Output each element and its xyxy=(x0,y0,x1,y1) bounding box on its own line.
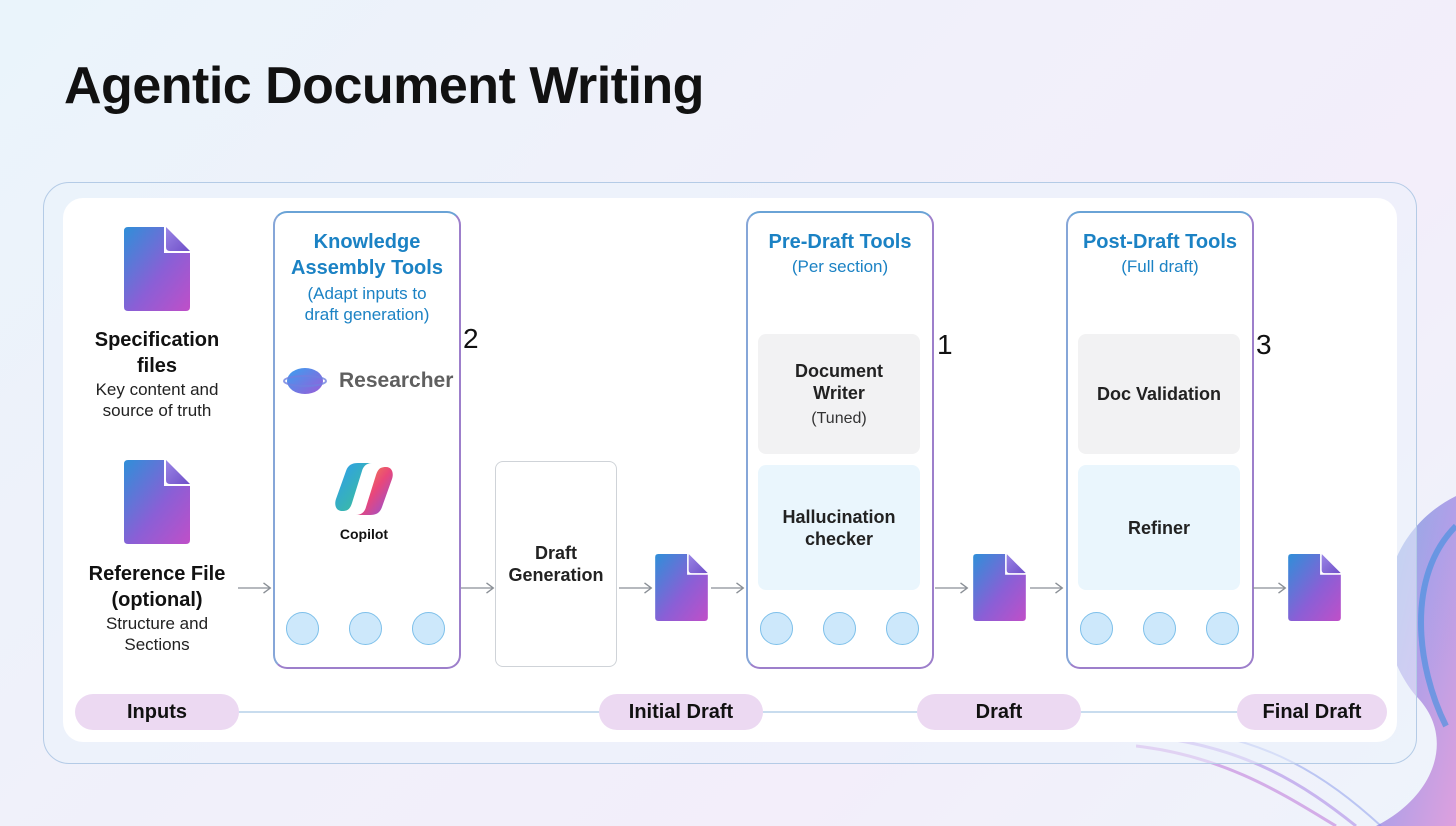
tool-title: Knowledge Assembly Tools xyxy=(291,231,443,279)
stage-inputs: Inputs xyxy=(75,694,239,730)
draft-generation-box: Draft Generation xyxy=(495,461,617,667)
status-dot xyxy=(286,612,319,645)
copilot-tool: Copilot xyxy=(326,459,402,542)
input-specification: Specification files Key content and sour… xyxy=(78,327,236,421)
page-title: Agentic Document Writing xyxy=(64,57,704,115)
card-title: Document Writer xyxy=(794,361,883,403)
input-subtitle: Structure and Sections xyxy=(105,614,209,654)
doc-validation-card: Doc Validation xyxy=(1078,334,1240,454)
status-dot xyxy=(1206,612,1239,645)
input-title: Reference File (optional) xyxy=(88,563,226,611)
arrow-right-icon xyxy=(619,581,653,595)
researcher-icon xyxy=(283,368,327,394)
tool-title: Post-Draft Tools xyxy=(1082,231,1238,253)
refiner-card: Refiner xyxy=(1078,465,1240,590)
hallucination-checker-card: Hallucination checker xyxy=(758,465,920,590)
arrow-right-icon xyxy=(935,581,969,595)
specification-file-icon xyxy=(124,227,190,311)
knowledge-assembly-tools: Knowledge Assembly Tools (Adapt inputs t… xyxy=(273,211,461,669)
arrow-right-icon xyxy=(711,581,745,595)
status-dot xyxy=(1080,612,1113,645)
card-title: Refiner xyxy=(1127,517,1190,538)
status-dot xyxy=(823,612,856,645)
arrow-right-icon xyxy=(461,581,495,595)
stage-initial-draft: Initial Draft xyxy=(599,694,763,730)
input-reference: Reference File (optional) Structure and … xyxy=(78,561,236,655)
step-number: 3 xyxy=(1256,329,1272,360)
document-writer-card: Document Writer (Tuned) xyxy=(758,334,920,454)
arrow-right-icon xyxy=(1253,581,1287,595)
tool-subtitle: (Adapt inputs to draft generation) xyxy=(304,284,430,324)
stage-draft: Draft xyxy=(917,694,1081,730)
copilot-label: Copilot xyxy=(339,526,389,542)
status-dot xyxy=(886,612,919,645)
input-subtitle: Key content and source of truth xyxy=(95,380,219,420)
card-subtitle: (Tuned) xyxy=(811,410,867,427)
status-dot xyxy=(1143,612,1176,645)
stage-final-draft: Final Draft xyxy=(1237,694,1387,730)
draft-document-icon xyxy=(973,554,1026,621)
researcher-tool: Researcher xyxy=(283,364,453,398)
status-dot xyxy=(760,612,793,645)
draft-generation-label: Draft Generation xyxy=(508,543,604,585)
step-number: 1 xyxy=(937,329,953,360)
arrow-right-icon xyxy=(238,581,272,595)
step-number: 2 xyxy=(463,323,479,354)
final-draft-document-icon xyxy=(1288,554,1341,621)
tool-title: Pre-Draft Tools xyxy=(768,231,912,253)
tool-subtitle: (Full draft) xyxy=(1121,257,1199,276)
status-dot xyxy=(412,612,445,645)
card-title: Hallucination checker xyxy=(782,506,896,549)
tool-subtitle: (Per section) xyxy=(791,257,889,276)
researcher-label: Researcher xyxy=(339,369,454,392)
input-title: Specification files xyxy=(94,329,220,377)
card-title: Doc Validation xyxy=(1096,384,1222,404)
initial-draft-document-icon xyxy=(655,554,708,621)
copilot-icon xyxy=(335,463,393,515)
status-dot xyxy=(349,612,382,645)
reference-file-icon xyxy=(124,460,190,544)
arrow-right-icon xyxy=(1030,581,1064,595)
